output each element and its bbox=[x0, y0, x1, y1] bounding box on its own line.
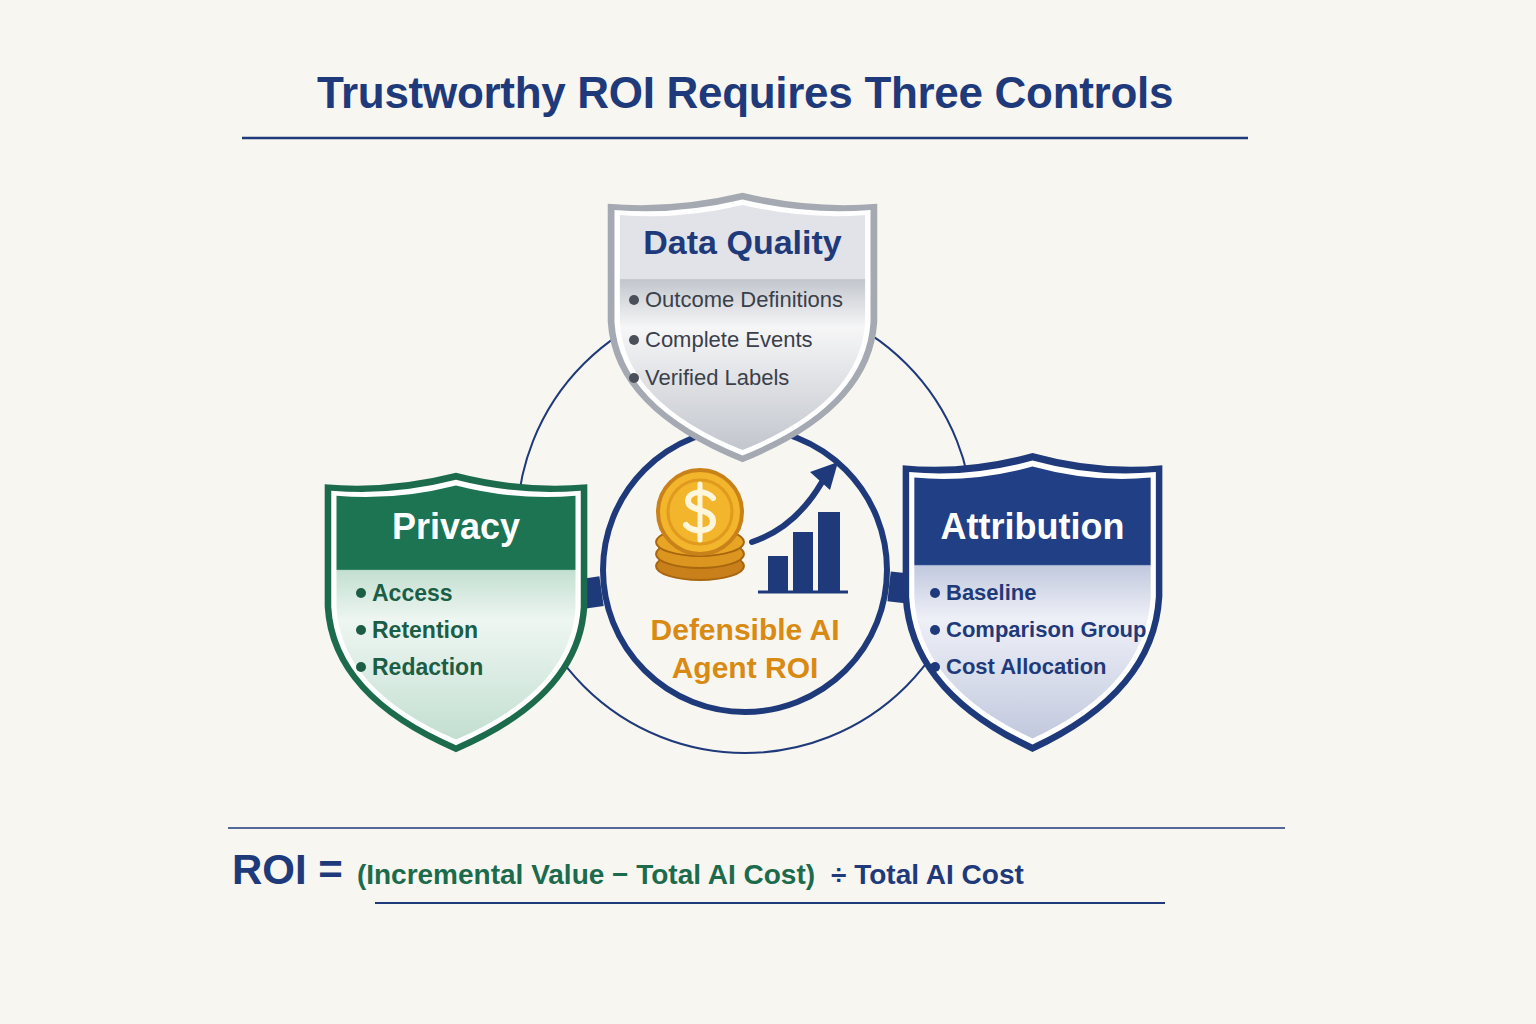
shield-node: PrivacyAccessRetentionRedaction bbox=[322, 470, 590, 755]
shield-node: Data QualityOutcome DefinitionsComplete … bbox=[605, 190, 880, 465]
shield-heading: Attribution bbox=[900, 506, 1165, 548]
bullet-item: Verified Labels bbox=[645, 365, 789, 391]
center-label: Defensible AI Agent ROI bbox=[630, 611, 860, 687]
bullet-item: Complete Events bbox=[645, 327, 813, 353]
formula-rule bbox=[228, 827, 1285, 829]
bullet-item: Baseline bbox=[946, 580, 1037, 606]
growth-arrow bbox=[752, 482, 822, 542]
bullet-dot bbox=[930, 588, 940, 598]
formula-term: (Incremental Value − Total AI Cost) bbox=[357, 859, 815, 891]
bullet-dot bbox=[930, 662, 940, 672]
diagram-title: Trustworthy ROI Requires Three Controls bbox=[0, 68, 1490, 118]
center-circle: Defensible AI Agent ROI bbox=[600, 425, 890, 715]
bullet-item: Cost Allocation bbox=[946, 654, 1107, 680]
bullet-dot bbox=[629, 335, 639, 345]
bullet-item: Outcome Definitions bbox=[645, 287, 843, 313]
formula-row: ROI = (Incremental Value − Total AI Cost)… bbox=[232, 846, 1024, 894]
bullet-dot bbox=[356, 662, 366, 672]
coin-face bbox=[658, 470, 742, 554]
bullet-item: Retention bbox=[372, 617, 478, 643]
bullet-dot bbox=[356, 588, 366, 598]
bullet-dot bbox=[629, 373, 639, 383]
shield-heading: Privacy bbox=[322, 506, 590, 548]
title-underline bbox=[242, 137, 1248, 140]
formula-term: ÷ Total AI Cost bbox=[831, 859, 1024, 891]
coin-rim bbox=[668, 480, 732, 544]
shield-heading: Data Quality bbox=[605, 222, 880, 262]
growth-chart-icon bbox=[752, 462, 848, 592]
chart-bar bbox=[768, 556, 788, 591]
dollar-symbol bbox=[698, 484, 703, 540]
growth-arrowhead bbox=[810, 462, 838, 490]
formula-underline bbox=[375, 902, 1165, 904]
bullet-item: Redaction bbox=[372, 654, 483, 680]
shield-node: AttributionBaselineComparison GroupCost … bbox=[900, 450, 1165, 755]
chart-base bbox=[758, 591, 848, 594]
chart-bar bbox=[793, 532, 813, 591]
shield-rim bbox=[909, 461, 1156, 745]
bullet-dot bbox=[930, 625, 940, 635]
shield-border bbox=[903, 453, 1163, 752]
bullet-dot bbox=[629, 295, 639, 305]
bullet-item: Comparison Group bbox=[946, 617, 1146, 643]
coin-icon bbox=[656, 470, 744, 580]
formula-term: ROI = bbox=[232, 846, 343, 894]
bullet-dot bbox=[356, 625, 366, 635]
bullet-item: Access bbox=[372, 580, 453, 606]
chart-bar bbox=[818, 512, 840, 591]
